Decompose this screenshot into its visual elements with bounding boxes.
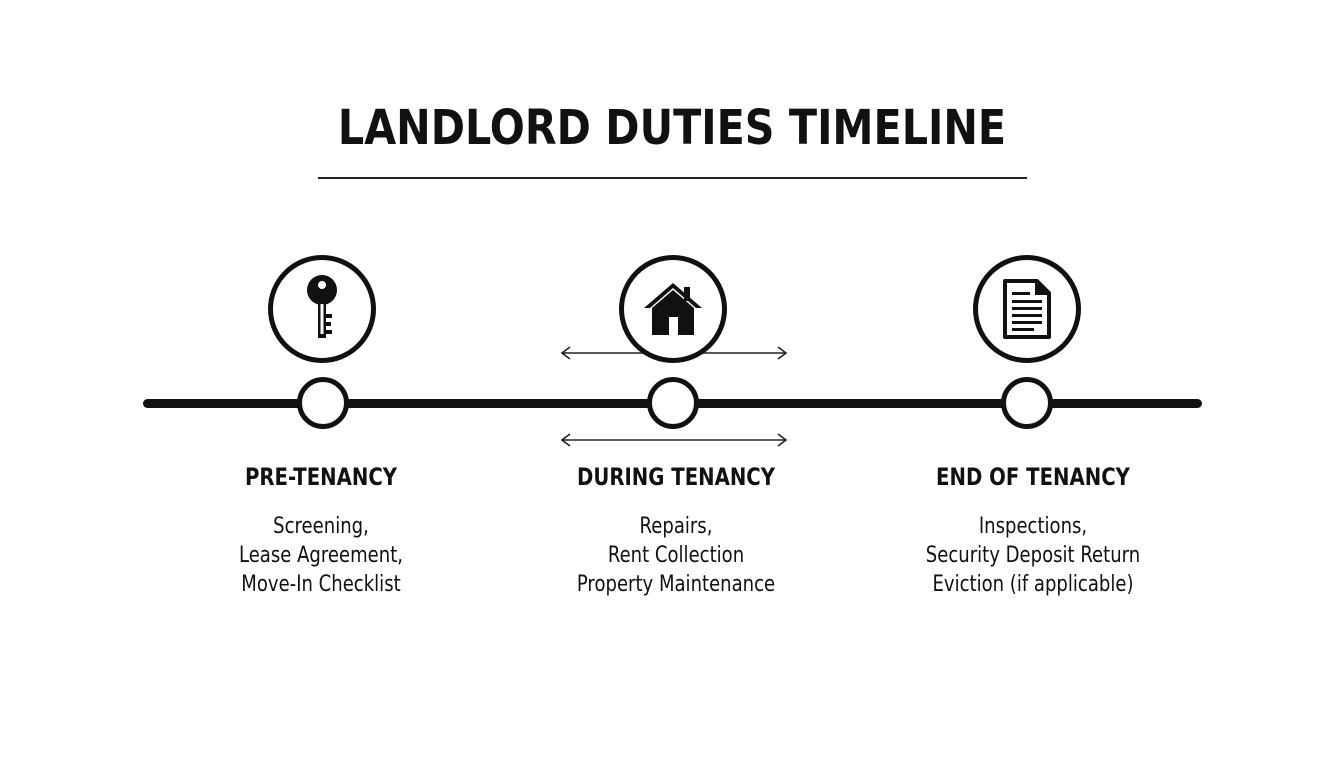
stage-heading-pre-tenancy: PRE-TENANCY [244, 463, 398, 491]
description-line: Eviction (if applicable) [932, 572, 1134, 597]
description-line: Property Maintenance [576, 572, 776, 597]
page-title: LANDLORD DUTIES TIMELINE [337, 100, 1007, 156]
description-line: Move-In Checklist [241, 572, 401, 597]
stage-description-end-of-tenancy: Inspections, Security Deposit Return Evi… [902, 512, 1164, 599]
key-icon [307, 275, 337, 338]
description-line: Screening, [273, 514, 369, 539]
stage-description-pre-tenancy: Screening, Lease Agreement, Move-In Chec… [190, 512, 452, 599]
double-arrow-bottom [560, 433, 788, 447]
timeline-node-during-tenancy [647, 377, 699, 429]
stage-icon-circle-during-tenancy [619, 255, 727, 363]
description-line: Rent Collection [607, 543, 745, 568]
timeline-node-pre-tenancy [297, 377, 349, 429]
title-underline [318, 177, 1027, 179]
description-line: Repairs, [639, 514, 713, 539]
description-line: Lease Agreement, [238, 543, 404, 568]
timeline-node-end-of-tenancy [1001, 377, 1053, 429]
stage-icon-circle-pre-tenancy [268, 255, 376, 363]
description-line: Security Deposit Return [925, 543, 1141, 568]
stage-heading-during-tenancy: DURING TENANCY [576, 463, 776, 491]
stage-description-during-tenancy: Repairs, Rent Collection Property Mainte… [545, 512, 807, 599]
document-icon [1003, 279, 1051, 339]
stage-icon-circle-end-of-tenancy [973, 255, 1081, 363]
house-icon [644, 283, 702, 335]
description-line: Inspections, [978, 514, 1088, 539]
stage-heading-end-of-tenancy: END OF TENANCY [936, 463, 1130, 491]
